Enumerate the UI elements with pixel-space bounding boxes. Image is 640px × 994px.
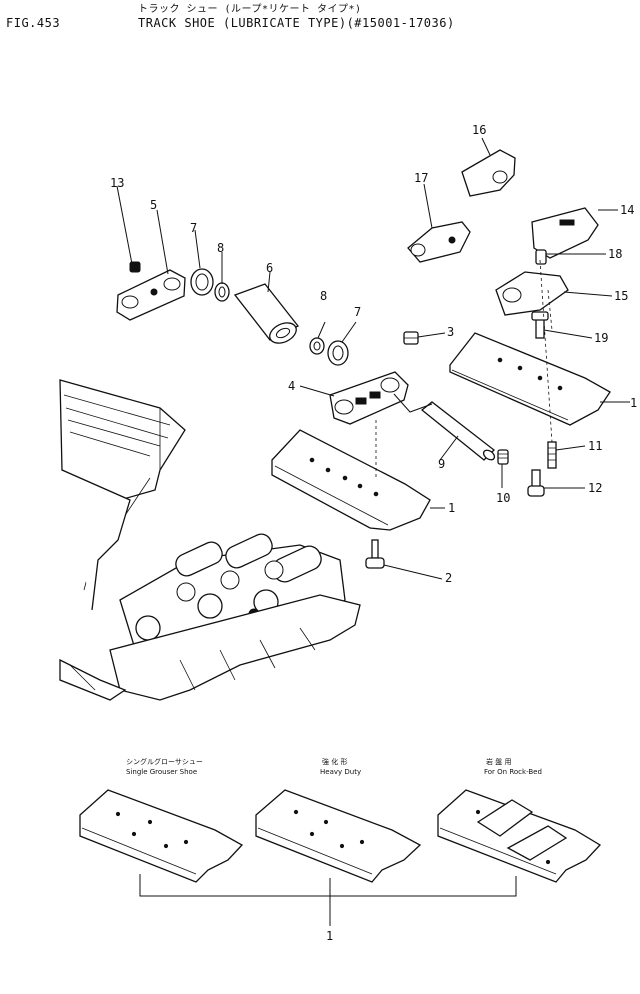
variant-1-jp: シングルグローサシュー — [126, 757, 203, 766]
callout-7-lower: 7 — [354, 305, 361, 319]
variant-heavy-duty-shoe — [255, 789, 422, 883]
part-8-ring-upper — [214, 282, 230, 302]
diagram-title: TRACK SHOE (LUBRICATE TYPE)(#15001-17036… — [138, 16, 455, 30]
callout-4: 4 — [288, 379, 295, 393]
callout-13: 15 — [614, 289, 628, 303]
callout-1-bottom: 1 — [326, 929, 333, 943]
callout-18: 12 — [588, 481, 602, 495]
part-17-nut — [547, 441, 557, 469]
callout-3: 3 — [447, 325, 454, 339]
part-12-link — [531, 207, 599, 259]
callout-1-center: 1 — [448, 501, 455, 515]
callout-9: 9 — [438, 457, 445, 471]
title-japanese: トラック シュー (ループ*リケート タイプ*) — [138, 4, 362, 15]
callout-5: 5 — [150, 198, 157, 212]
callout-17: 11 — [588, 439, 602, 453]
leader-lines — [116, 137, 630, 580]
callout-15: 17 — [414, 171, 428, 185]
callout-19: 19 — [594, 331, 608, 345]
part-19-bolt — [531, 311, 549, 339]
part-16-plug — [535, 249, 547, 265]
variant-2-en: Heavy Duty — [320, 768, 361, 776]
part-1-shoe-right — [449, 332, 611, 426]
callout-14: 16 — [472, 123, 486, 137]
alignment-lines — [375, 259, 553, 480]
variant-1-en: Single Grouser Shoe — [126, 768, 197, 776]
variant-3-en: For On Rock-Bed — [484, 768, 542, 776]
part-11-nut — [129, 261, 141, 273]
variant-single-grouser-shoe — [79, 789, 244, 883]
part-15-link — [407, 221, 471, 263]
part-7-seal-upper — [190, 268, 214, 296]
track-assembly-illustration — [59, 379, 361, 701]
variant-2-jp: 強 化 形 — [322, 757, 347, 766]
callout-8-lower: 8 — [320, 289, 327, 303]
callout-6: 6 — [266, 261, 273, 275]
callout-16: 18 — [608, 247, 622, 261]
callout-10: 10 — [496, 491, 510, 505]
part-4-master-link — [329, 371, 409, 425]
part-8-ring-lower — [309, 337, 325, 355]
variant-bracket-lines — [139, 874, 517, 926]
variant-rock-bed-shoe — [437, 789, 602, 883]
callout-11: 13 — [110, 176, 124, 190]
callout-12: 14 — [620, 203, 634, 217]
part-1-shoe-center — [271, 429, 431, 531]
part-7-seal-lower — [327, 340, 349, 366]
callout-1-right: 1 — [630, 396, 637, 410]
figure-number: FIG.453 — [6, 16, 61, 30]
callout-7-upper: 7 — [190, 221, 197, 235]
part-14-link — [461, 149, 516, 197]
part-3-nut — [403, 331, 419, 345]
callout-8-upper: 8 — [217, 241, 224, 255]
part-18-bolt — [527, 469, 545, 497]
part-9-pin — [420, 401, 496, 461]
callout-2: 2 — [445, 571, 452, 585]
part-6-bushing — [233, 283, 300, 344]
part-13-link — [495, 271, 569, 316]
part-2-bolt — [365, 539, 385, 569]
part-5-link — [116, 269, 186, 321]
part-10-plug — [497, 449, 509, 465]
variant-3-jp: 岩 盤 用 — [486, 757, 511, 766]
